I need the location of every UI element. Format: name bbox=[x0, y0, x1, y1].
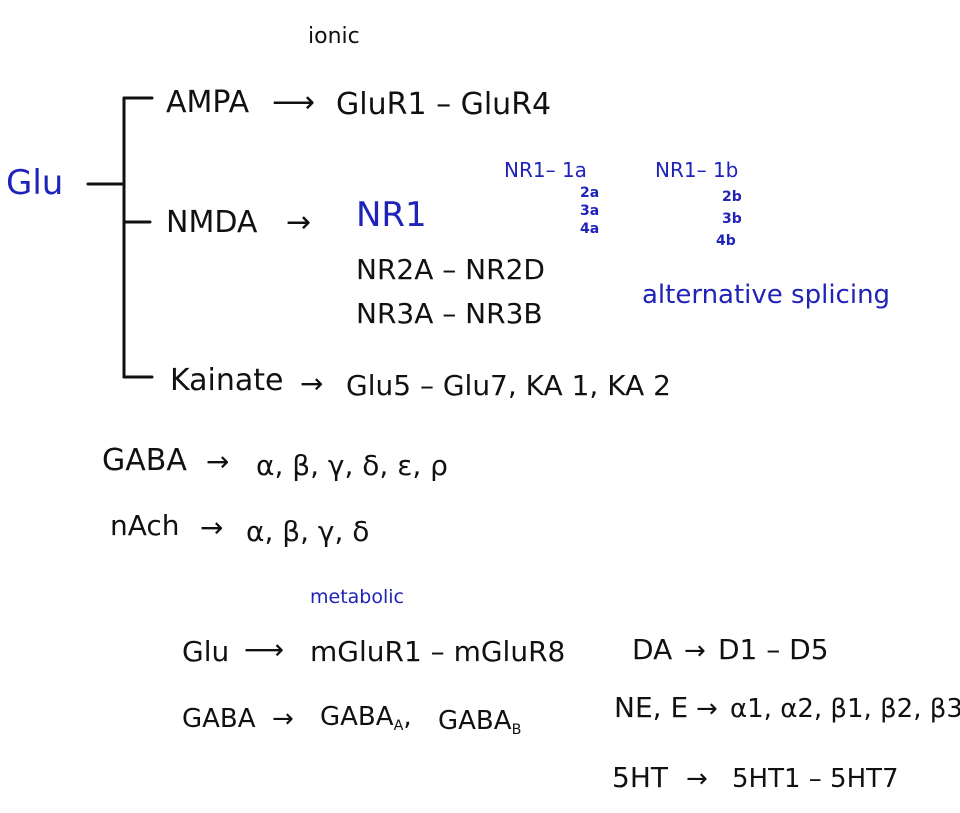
gaba-b-receptor: GABAB bbox=[438, 708, 521, 737]
nr1-label: NR1 bbox=[356, 195, 427, 235]
da-arrow: → bbox=[684, 636, 706, 666]
kainate-subunits: Glu5 – Glu7, KA 1, KA 2 bbox=[346, 369, 671, 402]
da-subunits: D1 – D5 bbox=[718, 633, 829, 666]
serotonin-subunits: 5HT1 – 5HT7 bbox=[732, 764, 899, 794]
serotonin-label: 5HT bbox=[612, 761, 668, 794]
splice-variant-3a: 3a bbox=[580, 203, 600, 219]
gaba-b-base: GABA bbox=[438, 706, 512, 736]
splice-a-header: NR1– 1a bbox=[504, 158, 587, 182]
glu-metabolic-arrow: ⟶ bbox=[244, 633, 285, 666]
ionic-heading: ionic bbox=[308, 24, 360, 49]
nach-arrow: → bbox=[200, 511, 224, 544]
splice-variant-4a: 4a bbox=[580, 221, 600, 237]
ampa-arrow: ⟶ bbox=[272, 85, 316, 120]
kainate-arrow: → bbox=[300, 367, 324, 400]
ne-e-arrow: → bbox=[696, 694, 718, 724]
nach-subunits: α, β, γ, δ bbox=[246, 515, 370, 548]
gaba-b-subscript: B bbox=[511, 722, 522, 738]
splice-variant-2a: 2a bbox=[580, 185, 600, 201]
nach-label: nAch bbox=[110, 509, 180, 542]
serotonin-arrow: → bbox=[686, 764, 708, 794]
da-label: DA bbox=[632, 633, 673, 666]
ampa-label: AMPA bbox=[166, 85, 250, 120]
nmda-arrow: → bbox=[286, 205, 312, 240]
metabolic-heading: metabolic bbox=[310, 586, 404, 608]
gaba-ionic-subunits: α, β, γ, δ, ε, ρ bbox=[256, 449, 448, 482]
gaba-metabolic-arrow: → bbox=[272, 704, 294, 734]
splice-variant-4b: 4b bbox=[716, 233, 736, 249]
splice-variant-3b: 3b bbox=[722, 211, 742, 227]
ampa-subunits: GluR1 – GluR4 bbox=[336, 87, 552, 122]
glu-metabolic-label: Glu bbox=[182, 635, 230, 668]
alternative-splicing-note: alternative splicing bbox=[642, 280, 891, 310]
gaba-ionic-arrow: → bbox=[206, 445, 230, 478]
gaba-a-receptor: GABAA, bbox=[320, 702, 412, 734]
ne-e-subunits: α1, α2, β1, β2, β3 bbox=[730, 694, 960, 724]
glu-metabolic-subunits: mGluR1 – mGluR8 bbox=[310, 635, 566, 668]
gaba-a-subscript: A bbox=[393, 718, 404, 734]
glu-root-label: Glu bbox=[6, 163, 64, 203]
ne-e-label: NE, E bbox=[614, 691, 689, 724]
gaba-metabolic-label: GABA bbox=[182, 704, 256, 734]
nr3-range: NR3A – NR3B bbox=[356, 297, 543, 330]
splice-variant-2b: 2b bbox=[722, 189, 742, 205]
gaba-ionic-label: GABA bbox=[102, 443, 187, 478]
kainate-label: Kainate bbox=[170, 363, 284, 398]
nmda-label: NMDA bbox=[166, 205, 258, 240]
nr2-range: NR2A – NR2D bbox=[356, 253, 545, 286]
gaba-a-base: GABA bbox=[320, 702, 394, 732]
splice-b-header: NR1– 1b bbox=[655, 158, 739, 182]
